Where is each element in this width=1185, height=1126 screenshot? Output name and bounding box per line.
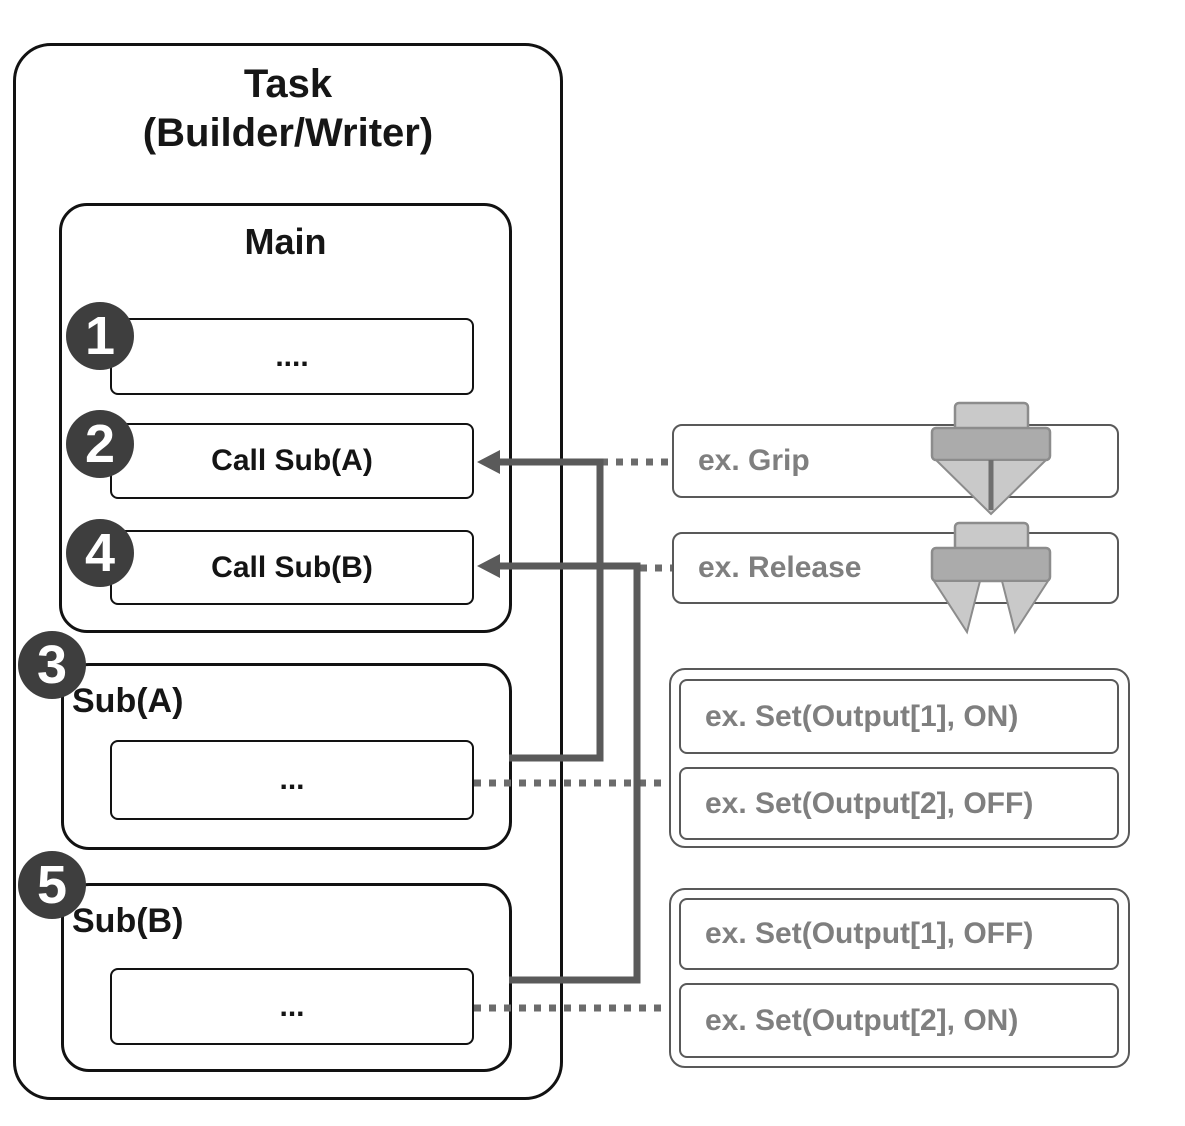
sub-a-example-label-1: ex. Set(Output[1], ON): [705, 699, 1019, 733]
example-release-label: ex. Release: [698, 551, 862, 584]
sub-a-example-box-2: ex. Set(Output[2], OFF): [679, 767, 1119, 840]
sub-a-body-box: ...: [110, 740, 474, 820]
sub-b-title: Sub(B): [72, 902, 184, 940]
task-title: Task (Builder/Writer): [13, 60, 563, 158]
example-grip-label: ex. Grip: [698, 444, 810, 477]
sub-b-example-box-1: ex. Set(Output[1], OFF): [679, 898, 1119, 970]
task-title-line1: Task: [243, 62, 333, 106]
sub-b-example-label-1: ex. Set(Output[1], OFF): [705, 917, 1034, 950]
sub-b-body-box: ...: [110, 968, 474, 1045]
task-title-line2: (Builder/Writer): [142, 110, 434, 155]
example-release-box: ex. Release: [672, 532, 1119, 604]
step-badge-4: 4: [66, 519, 134, 587]
sub-a-badge-3: 3: [18, 631, 86, 699]
sub-a-title: Sub(A): [72, 682, 184, 720]
sub-b-badge-5: 5: [18, 851, 86, 919]
sub-a-example-label-2: ex. Set(Output[2], OFF): [705, 786, 1034, 820]
example-grip-box: ex. Grip: [672, 424, 1119, 498]
sub-a-example-box-1: ex. Set(Output[1], ON): [679, 679, 1119, 754]
step-badge-2: 2: [66, 410, 134, 478]
step-badge-1: 1: [66, 302, 134, 370]
step-box-1: ....: [110, 318, 474, 395]
step-box-call-sub-b: Call Sub(B): [110, 530, 474, 605]
step-box-call-sub-a: Call Sub(A): [110, 423, 474, 499]
sub-b-example-box-2: ex. Set(Output[2], ON): [679, 983, 1119, 1058]
main-title: Main: [244, 221, 327, 262]
sub-b-example-label-2: ex. Set(Output[2], ON): [705, 1003, 1019, 1037]
